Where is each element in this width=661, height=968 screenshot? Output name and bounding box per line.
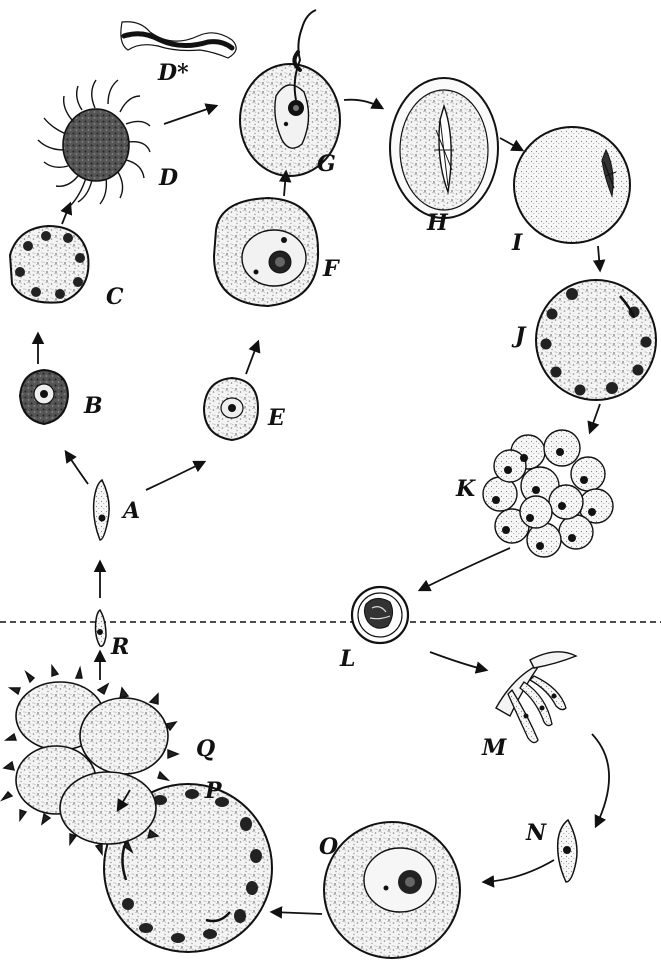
arrow-i-to-j [598, 246, 600, 270]
stage-n-sporozoite [558, 820, 577, 882]
stage-r-sporozoite [96, 610, 107, 646]
stage-m-sporozoites-release [496, 652, 576, 743]
arrow-g-to-h [344, 100, 382, 108]
label-stage-g: G [317, 153, 336, 175]
label-stage-p: P [205, 780, 222, 802]
stage-d-exflagellating-cell [38, 80, 150, 206]
label-stage-n: N [526, 822, 546, 844]
stage-k-sporoblasts [483, 430, 613, 557]
label-stage-j: J [515, 325, 525, 347]
stage-l-sporocyst [352, 587, 408, 643]
arrow-n-to-o [484, 860, 554, 882]
stage-i-oocyst [514, 127, 630, 243]
label-stage-o: O [319, 836, 338, 858]
label-stage-d: D [159, 167, 178, 189]
label-stage-b: B [84, 395, 103, 417]
label-stage-e: E [268, 407, 285, 429]
arrow-l-to-m [430, 652, 486, 670]
label-stage-r: R [111, 636, 129, 658]
arrow-m-to-n [592, 734, 609, 826]
arrow-d-to-g [164, 106, 216, 124]
arrow-c-to-d [62, 204, 70, 224]
arrow-e-to-f [246, 342, 258, 374]
label-stage-k: K [456, 478, 475, 500]
arrow-a-to-b [66, 452, 88, 484]
stage-e-trophozoite [204, 378, 258, 440]
label-stage-m: M [482, 737, 506, 759]
stage-b-young-gametocyte [20, 370, 68, 424]
stage-f-trophozoite [214, 198, 318, 306]
arrow-h-to-i [500, 138, 522, 150]
label-stage-q: Q [196, 738, 215, 760]
label-stage-h: H [427, 212, 448, 234]
stage-j-oocyst-nuclei [536, 280, 656, 400]
label-stage-f: F [323, 258, 339, 280]
label-stage-a: A [123, 500, 140, 522]
label-stage-l: L [340, 648, 355, 670]
stage-dstar-microgamete [121, 22, 236, 58]
arrow-k-to-l [420, 548, 510, 590]
arrow-a-to-e [146, 462, 204, 490]
stage-a-sporozoite [94, 480, 110, 540]
label-stage-i: I [512, 232, 522, 254]
arrow-j-to-k [590, 404, 600, 432]
stage-o-oocyst [324, 822, 460, 958]
stage-h-zygote [390, 78, 498, 218]
arrow-o-to-p [272, 912, 322, 914]
label-stage-dstar: D* [158, 62, 189, 84]
label-stage-c: C [106, 286, 124, 308]
stage-c-macrogametocyte [10, 226, 88, 303]
